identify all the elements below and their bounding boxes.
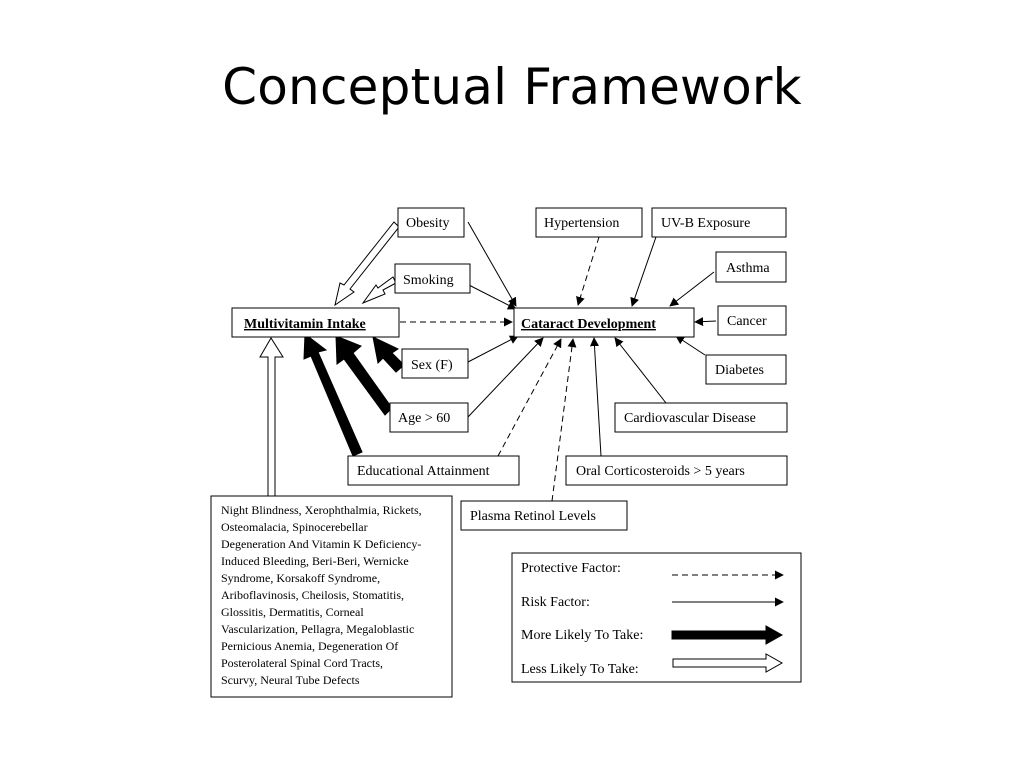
cataract-label: Cataract Development [521, 317, 656, 332]
node-deficiency-conditions: Night Blindness, Xerophthalmia, Rickets,… [210, 495, 453, 698]
uvb-label: UV-B Exposure [661, 216, 750, 231]
legend-risk-label: Risk Factor: [521, 595, 590, 610]
deficiency-line: Degeneration And Vitamin K Deficiency- [221, 537, 421, 551]
education-label: Educational Attainment [357, 464, 490, 479]
cancer-label: Cancer [727, 314, 767, 329]
node-smoking: Smoking [394, 263, 471, 294]
node-educational-attainment: Educational Attainment [347, 455, 520, 486]
node-cataract-development: Cataract Development [513, 307, 695, 338]
arrow-obesity-to-cataract [467, 221, 517, 307]
age-label: Age > 60 [398, 411, 450, 426]
multivitamin-label: Multivitamin Intake [244, 317, 366, 332]
node-cancer: Cancer [717, 305, 787, 336]
dashed-arrow-hypertension-to-cataract [576, 236, 600, 306]
legend-protective-label: Protective Factor: [521, 561, 621, 576]
dashed-arrow-education-to-cataract [497, 338, 562, 457]
node-hypertension: Hypertension [535, 207, 643, 238]
arrow-age-to-cataract [467, 337, 544, 418]
arrow-oral-to-cataract [589, 337, 602, 457]
asthma-label: Asthma [726, 261, 770, 276]
node-multivitamin-intake: Multivitamin Intake [231, 307, 400, 338]
deficiency-line: Osteomalacia, Spinocerebellar [221, 520, 368, 534]
slide-title: Conceptual Framework [222, 58, 802, 116]
node-uvb-exposure: UV-B Exposure [651, 207, 787, 238]
node-oral-corticosteroids: Oral Corticosteroids > 5 years [565, 455, 788, 486]
legend-more-label: More Likely To Take: [521, 628, 643, 643]
arrow-diabetes-to-cataract [675, 335, 706, 356]
diabetes-label: Diabetes [715, 363, 764, 378]
hollow-arrow-obesity-to-multivitamin [334, 221, 400, 307]
node-cardiovascular-disease: Cardiovascular Disease [614, 402, 788, 433]
cardio-label: Cardiovascular Disease [624, 411, 756, 426]
smoking-label: Smoking [403, 273, 454, 288]
plasma-label: Plasma Retinol Levels [470, 509, 596, 524]
deficiency-line: Induced Bleeding, Beri-Beri, Wernicke [221, 554, 409, 568]
thick-arrow-education-to-multivitamin [303, 333, 363, 457]
arrow-uvb-to-cataract [630, 236, 657, 307]
node-plasma-retinol: Plasma Retinol Levels [460, 500, 628, 531]
legend-less-arrow [672, 653, 784, 673]
arrow-cardio-to-cataract [614, 337, 667, 404]
thick-arrow-age-to-multivitamin [335, 335, 393, 416]
obesity-label: Obesity [406, 216, 450, 231]
arrow-asthma-to-cataract [669, 271, 715, 307]
legend-more-arrow [671, 625, 784, 645]
arrow-cancer-to-cataract [694, 317, 717, 327]
node-asthma: Asthma [715, 251, 787, 283]
legend-less-label: Less Likely To Take: [521, 662, 639, 677]
dashed-arrow-plasma-to-cataract [551, 338, 577, 502]
hollow-arrow-smoking-to-multivitamin [361, 276, 397, 305]
thick-arrow-sex-to-multivitamin [372, 336, 405, 373]
deficiency-line: Scurvy, Neural Tube Defects [221, 673, 360, 687]
node-sex-female: Sex (F) [401, 348, 469, 379]
arrow-sex-to-cataract [467, 335, 519, 363]
deficiency-line: Syndrome, Korsakoff Syndrome, [221, 571, 380, 585]
deficiency-line: Glossitis, Dermatitis, Corneal [221, 605, 364, 619]
deficiency-line: Night Blindness, Xerophthalmia, Rickets, [221, 503, 422, 517]
arrow-smoking-to-cataract [462, 281, 517, 310]
hypertension-label: Hypertension [544, 216, 619, 231]
deficiency-line: Pernicious Anemia, Degeneration Of [221, 639, 398, 653]
legend: Protective Factor: Risk Factor: More Lik… [511, 552, 802, 683]
deficiency-line: Posterolateral Spinal Cord Tracts, [221, 656, 383, 670]
hollow-arrow-deficiency-to-multivitamin [259, 337, 284, 497]
deficiency-line: Ariboflavinosis, Cheilosis, Stomatitis, [221, 588, 404, 602]
sex-label: Sex (F) [411, 358, 453, 373]
node-age-over-60: Age > 60 [389, 402, 469, 433]
node-obesity: Obesity [397, 207, 465, 238]
oral-label: Oral Corticosteroids > 5 years [576, 464, 745, 479]
node-diabetes: Diabetes [705, 354, 787, 385]
deficiency-line: Vascularization, Pellagra, Megaloblastic [221, 622, 414, 636]
